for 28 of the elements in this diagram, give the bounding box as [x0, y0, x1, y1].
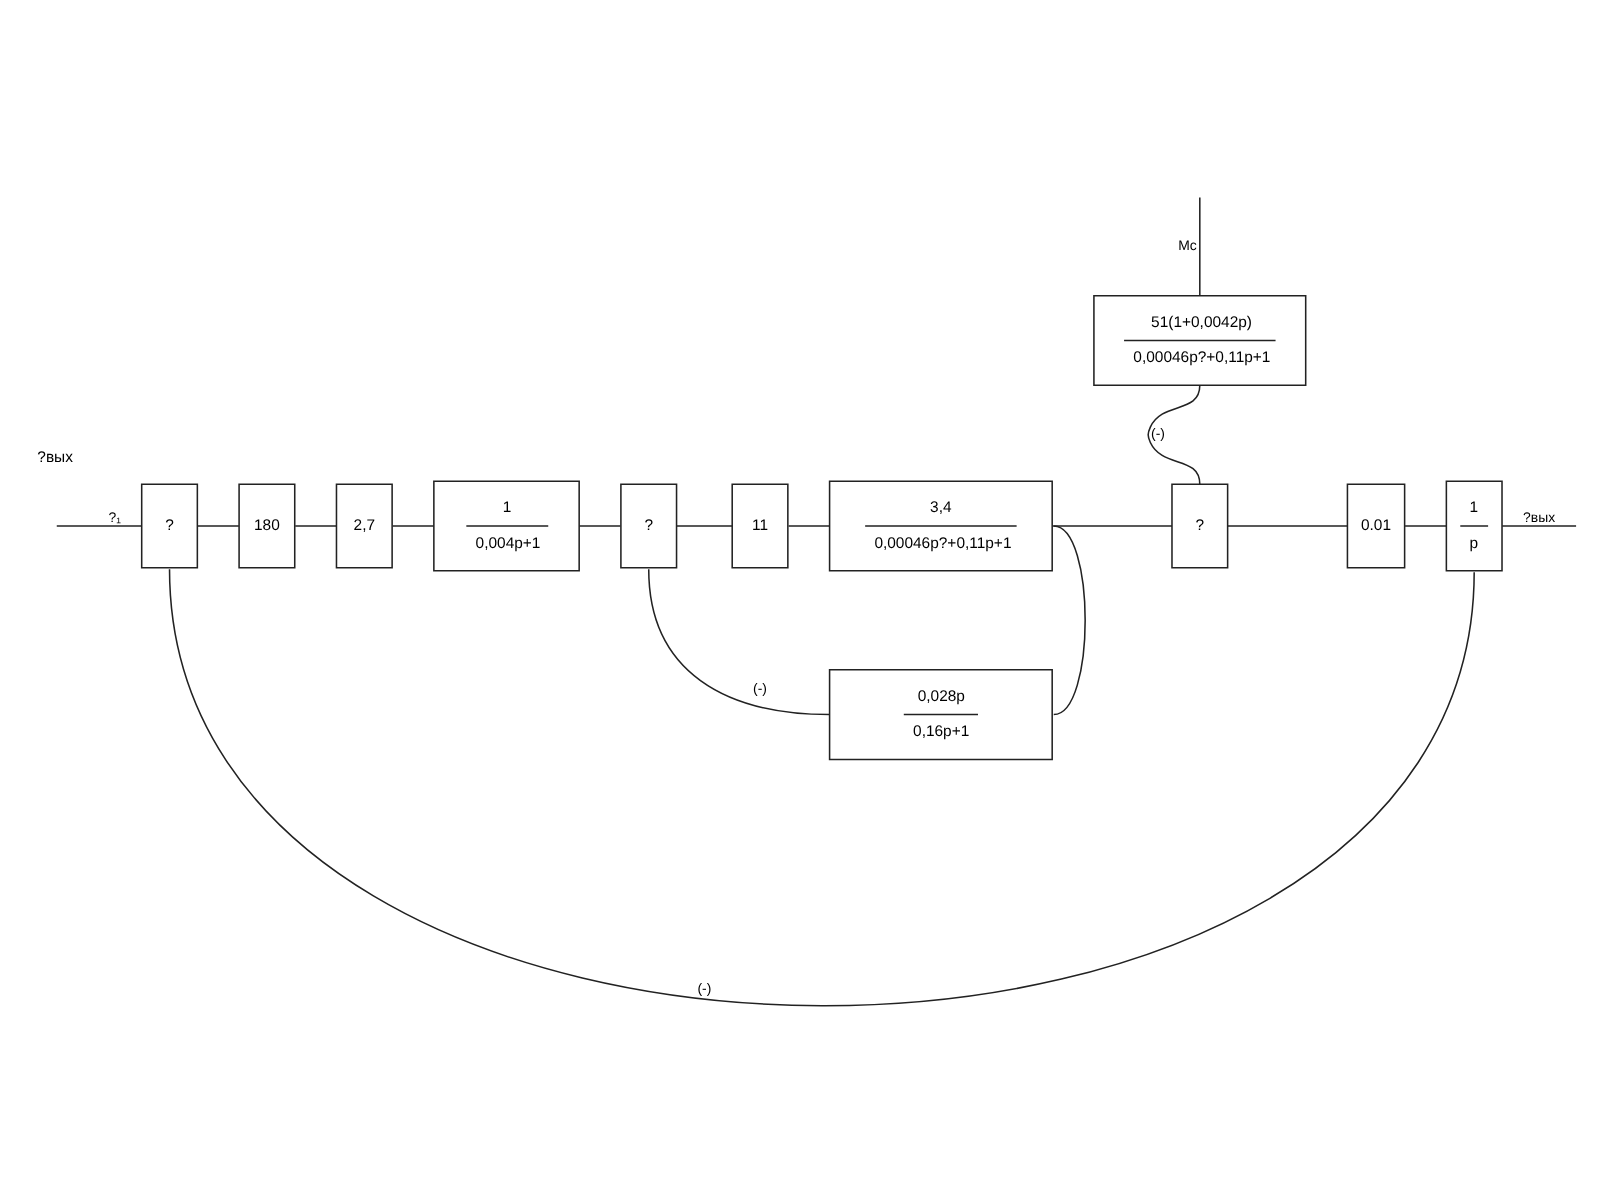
node-box: 51(1+0,0042p) 0,00046p?+0,11p+1 [1093, 293, 1307, 386]
connector [1226, 524, 1349, 526]
node-box: 180 [238, 482, 296, 568]
node-box: 2,7 [335, 482, 393, 568]
node-box: 1 p [1445, 479, 1503, 571]
connector [578, 524, 622, 526]
node-box: ? [1171, 482, 1229, 568]
connector [1052, 524, 1086, 715]
connector [647, 567, 831, 715]
node-box: ? [620, 482, 678, 568]
connector [1199, 195, 1201, 296]
connector [391, 524, 435, 526]
node-box: 3,4 0,00046p?+0,11p+1 [828, 479, 1053, 571]
node-box: ? [140, 482, 199, 568]
connector [787, 524, 831, 526]
connector [676, 524, 733, 526]
connector [1147, 383, 1201, 485]
node-box: 1 0,004p+1 [433, 479, 580, 571]
connector [197, 524, 240, 526]
connector [294, 524, 337, 526]
connector [1404, 524, 1447, 526]
label: ?вых [37, 446, 73, 465]
connector [56, 524, 142, 526]
node-box: 0,028p 0,16p+1 [828, 668, 1053, 760]
node-box: 11 [731, 482, 789, 568]
connector [1051, 524, 1173, 526]
connector [1501, 524, 1577, 526]
node-box: 0.01 [1346, 482, 1406, 568]
